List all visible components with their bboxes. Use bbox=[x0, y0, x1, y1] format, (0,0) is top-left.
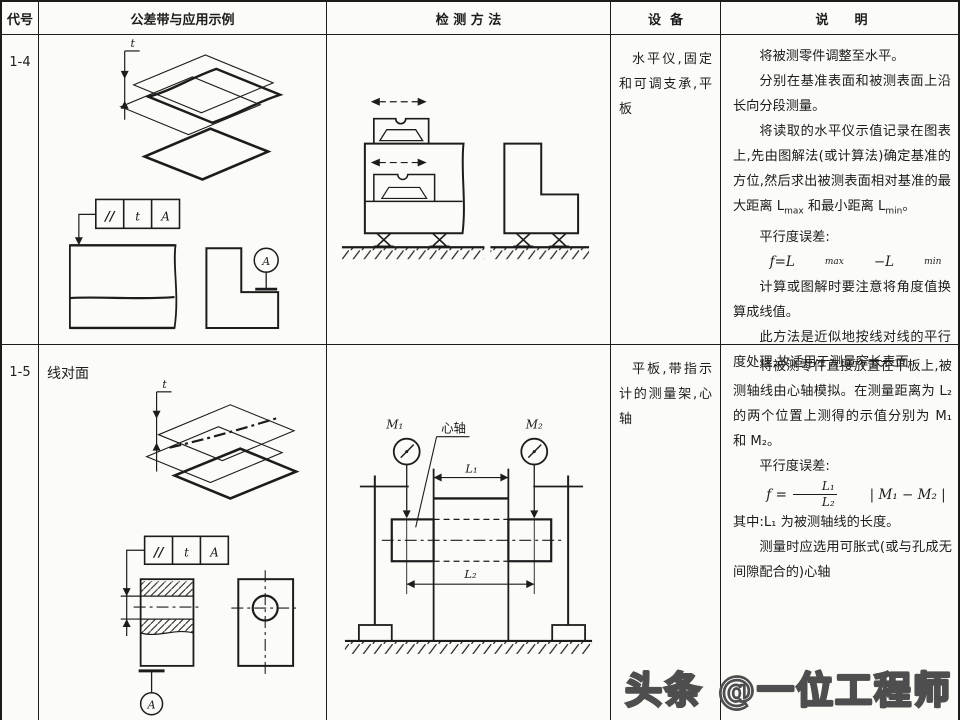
l1-label: L₁ bbox=[464, 462, 477, 476]
tested-part-block bbox=[432, 468, 510, 641]
datum-plane bbox=[171, 447, 300, 500]
t-arrow-down bbox=[120, 70, 129, 79]
fcf-t-value: t bbox=[184, 545, 189, 559]
surface-plate-ground bbox=[341, 246, 590, 260]
header-notes-label: 说 明 bbox=[815, 12, 868, 28]
dimension-l1 bbox=[433, 473, 509, 482]
row-1-5-category-label: 线对面 bbox=[47, 366, 89, 382]
dimension-l2 bbox=[406, 580, 535, 589]
datum-plane bbox=[141, 127, 272, 181]
upper-tolerance-plane bbox=[132, 54, 275, 114]
actual-surface bbox=[144, 67, 284, 124]
note-paragraph: 将被测零件直接放置在平板上,被测轴线由心轴模拟。在测量距离为 L₂ 的两个位置上… bbox=[733, 359, 952, 449]
row-1-4-tolerance-cell: t // t A bbox=[39, 35, 327, 345]
datum-circle-label: A bbox=[261, 255, 270, 268]
tolerance-diagram-1-4: t // t A bbox=[68, 37, 284, 330]
lower-tolerance-plane bbox=[119, 76, 262, 136]
row-1-5-code-cell: 1-5 bbox=[2, 345, 39, 720]
row-1-4-method-cell bbox=[327, 35, 611, 345]
example-part-front-view bbox=[231, 570, 301, 676]
row-1-5-equipment-cell: 平板,带指示计的测量架,心轴 bbox=[611, 345, 721, 720]
header-cell-equipment: 设 备 bbox=[611, 2, 721, 35]
example-part-side bbox=[205, 247, 280, 329]
note-paragraph: 分别在基准表面和被测表面上沿长向分段测量。 bbox=[733, 74, 951, 114]
tested-block bbox=[363, 142, 465, 235]
method-diagram-1-4 bbox=[341, 97, 590, 260]
row-1-5-notes-cell: 将被测零件直接放置在平板上,被测轴线由心轴模拟。在测量距离为 L₂ 的两个位置上… bbox=[721, 345, 960, 720]
equipment-text: 水平仪,固定和可调支承,平板 bbox=[619, 52, 712, 117]
header-tolerance-label: 公差带与应用示例 bbox=[130, 12, 235, 28]
header-code-label: 代号 bbox=[6, 12, 33, 28]
watermark: 头条 @一位工程师 bbox=[624, 668, 952, 714]
fcf-t-value: t bbox=[135, 209, 140, 223]
fcf-datum-ref: A bbox=[209, 545, 219, 559]
t-label: t bbox=[162, 378, 167, 391]
feature-control-frame bbox=[122, 535, 230, 636]
header-cell-tolerance: 公差带与应用示例 bbox=[39, 2, 327, 35]
fcf-leader bbox=[78, 213, 96, 239]
note-paragraph: 将被测零件调整至水平。 bbox=[759, 49, 905, 64]
level-instrument-inner bbox=[373, 173, 436, 202]
tested-l-part bbox=[503, 142, 580, 235]
dial-gauge-m1 bbox=[392, 437, 421, 595]
hatch-band-upper bbox=[140, 581, 194, 597]
t-label: t bbox=[130, 37, 135, 50]
row-1-4-notes-cell: 将被测零件调整至水平。 分别在基准表面和被测表面上沿长向分段测量。 将读取的水平… bbox=[721, 35, 960, 370]
example-part-front bbox=[68, 244, 178, 330]
parallelism-symbol: // bbox=[152, 545, 165, 560]
example-part-section bbox=[120, 578, 201, 716]
dial-gauge-m2 bbox=[520, 437, 549, 595]
note-paragraph: 平行度误差: bbox=[759, 459, 830, 474]
row-1-4-code-cell: 1-4 bbox=[2, 35, 39, 345]
lower-tolerance-plane bbox=[145, 426, 284, 484]
method-diagram-1-5: M₁ M₂ 心轴 L₁ L₂ bbox=[344, 418, 593, 654]
row-1-5-method-cell: M₁ M₂ 心轴 L₁ L₂ bbox=[327, 345, 611, 720]
gauge-stand-right bbox=[533, 475, 586, 642]
note-paragraph: 此方法是近似地按线对线的平行度处理,故适用于测量窄长表面 bbox=[733, 329, 951, 370]
surface-plate-ground bbox=[344, 639, 593, 654]
note-paragraph: 其中:L₁ 为被测轴线的长度。 bbox=[733, 515, 900, 530]
parallelism-symbol: // bbox=[103, 209, 116, 224]
gauge-stand-left bbox=[357, 475, 409, 642]
row-code: 1-5 bbox=[9, 365, 31, 380]
datum-circle bbox=[139, 692, 164, 716]
upper-tolerance-plane bbox=[157, 404, 296, 462]
level-instrument-top bbox=[370, 97, 430, 144]
header-cell-code: 代号 bbox=[2, 2, 39, 35]
tolerance-zone-isometric bbox=[145, 391, 300, 500]
note-paragraph: 将读取的水平仪示值记录在图表上,先由图解法(或计算法)确定基准的方位,然后求出被… bbox=[733, 124, 951, 217]
feature-control-frame bbox=[74, 198, 181, 246]
mandrel-label-leader bbox=[415, 436, 470, 528]
header-cell-method: 检 测 方 法 bbox=[327, 2, 611, 35]
hatch-band-lower bbox=[140, 618, 195, 635]
row-1-4-equipment-cell: 水平仪,固定和可调支承,平板 bbox=[611, 35, 721, 345]
m1-label: M₁ bbox=[385, 418, 403, 432]
fcf-leader-arrow bbox=[74, 237, 83, 246]
tolerance-zone-isometric bbox=[119, 50, 284, 181]
note-paragraph: 平行度误差: bbox=[759, 229, 830, 245]
row-code: 1-4 bbox=[9, 55, 31, 70]
datum-circle-label: A bbox=[147, 699, 156, 712]
fcf-leader bbox=[126, 549, 145, 636]
fcf-datum-ref: A bbox=[160, 209, 170, 223]
row-1-5-tolerance-cell: 线对面 t bbox=[39, 345, 327, 720]
equipment-text: 平板,带指示计的测量架,心轴 bbox=[619, 362, 712, 427]
adjustable-supports bbox=[373, 232, 570, 248]
note-paragraph: 测量时应选用可胀式(或与孔成无间隙配合的)心轴 bbox=[733, 540, 952, 580]
actual-axis bbox=[169, 416, 279, 449]
m2-label: M₂ bbox=[525, 418, 543, 432]
l2-label: L₂ bbox=[463, 567, 477, 581]
header-equipment-label: 设 备 bbox=[647, 12, 684, 28]
note-paragraph: 计算或图解时要注意将角度值换算成线值。 bbox=[733, 279, 951, 320]
mandrel-label: 心轴 bbox=[441, 421, 466, 436]
header-method-label: 检 测 方 法 bbox=[435, 12, 502, 28]
header-cell-notes: 说 明 bbox=[721, 2, 960, 35]
tolerance-diagram-1-5: t // t A bbox=[120, 378, 301, 716]
